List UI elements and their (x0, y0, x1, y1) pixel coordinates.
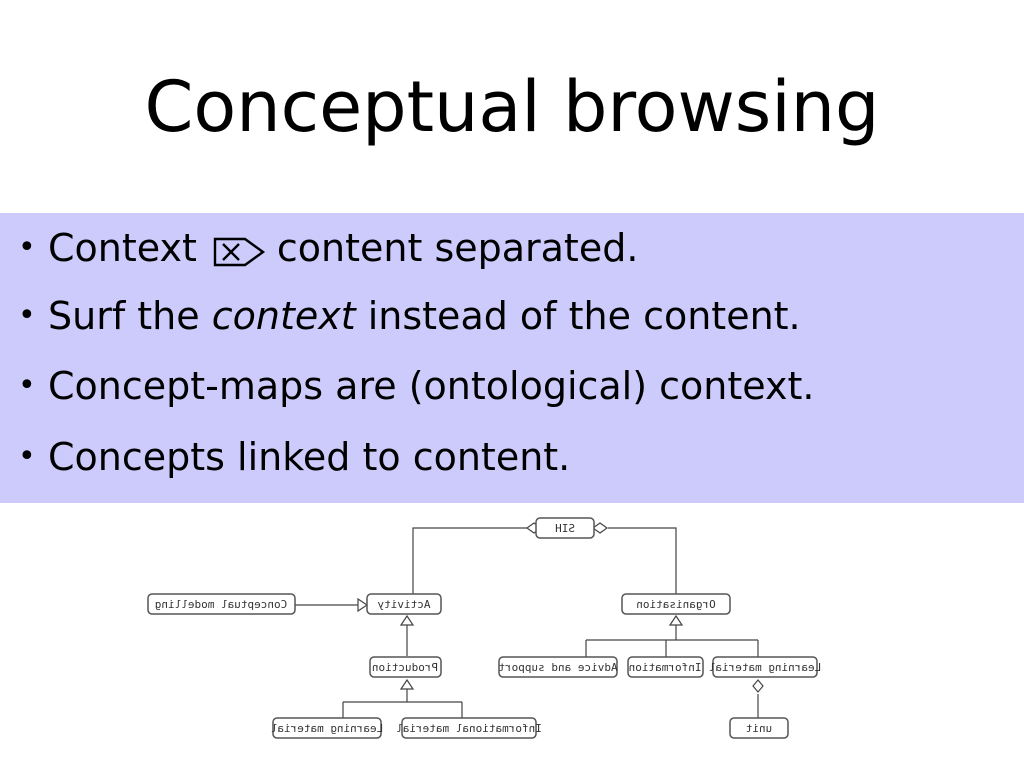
bullet-2-text-before: Surf the (48, 294, 212, 338)
svg-text:Production: Production (372, 661, 438, 674)
node-learning-material-left: Learning material (271, 717, 384, 739)
bullet-item-1: • Context content separated. (18, 225, 638, 271)
node-information: Information (627, 656, 704, 678)
bullet-4-text: Concepts linked to content. (48, 435, 571, 479)
connector-organisation-children (585, 625, 759, 657)
bullet-dot: • (18, 439, 36, 474)
bullet-panel: • Context content separated. • Surf the … (0, 213, 1024, 503)
svg-text:Information: Information (629, 661, 702, 674)
node-sih: SIH (535, 517, 595, 539)
bullet-2-text-after: instead of the content. (355, 294, 801, 338)
context-content-symbol-icon (211, 232, 267, 267)
concept-map-svg: SIH Activity Organisation Conceptual mod… (147, 517, 822, 739)
node-unit: unit (729, 717, 789, 739)
svg-text:Advice and support: Advice and support (498, 661, 617, 674)
bullet-dot: • (18, 368, 36, 403)
bullet-dot: • (18, 298, 36, 333)
node-conceptual-modelling: Conceptual modelling (147, 593, 296, 615)
svg-text:Conceptual modelling: Conceptual modelling (155, 598, 287, 611)
aggregation-diamond-icon (591, 522, 609, 534)
bullet-1-text-before: Context (48, 226, 197, 270)
svg-text:SIH: SIH (555, 522, 575, 535)
svg-text:Organisation: Organisation (636, 598, 715, 611)
node-informational-material: Informational material (396, 717, 542, 739)
diagram-connectors (295, 522, 764, 718)
svg-text:unit: unit (746, 722, 773, 735)
svg-text:Learning material: Learning material (709, 661, 822, 674)
bullet-2-emphasis: context (211, 294, 356, 338)
bullet-item-3: • Concept-maps are (ontological) context… (18, 363, 814, 409)
aggregation-diamond-icon (752, 679, 764, 693)
svg-text:Learning material: Learning material (271, 722, 384, 735)
node-learning-material-right: Learning material (709, 656, 822, 678)
bullet-item-4: • Concepts linked to content. (18, 434, 570, 480)
concept-map-diagram: SIH Activity Organisation Conceptual mod… (140, 512, 830, 752)
connector-root-organisation (608, 527, 677, 594)
slide-title: Conceptual browsing (144, 66, 880, 148)
connector-production-materials (342, 689, 463, 718)
connector-root-activity (412, 527, 527, 594)
generalization-arrow-icon (399, 614, 415, 626)
generalization-arrow-icon (399, 678, 415, 690)
svg-text:Informational material: Informational material (396, 722, 542, 735)
node-activity: Activity (366, 593, 442, 615)
node-production: Production (369, 656, 442, 678)
bullet-1-text-after: content separated. (276, 226, 639, 270)
generalization-arrow-icon (357, 597, 369, 613)
bullet-dot: • (18, 230, 36, 265)
svg-text:Activity: Activity (377, 598, 430, 611)
bullet-3-text: Concept-maps are (ontological) context. (48, 364, 815, 408)
node-advice-support: Advice and support (498, 656, 618, 678)
node-organisation: Organisation (621, 593, 731, 615)
bullet-item-2: • Surf the context instead of the conten… (18, 293, 801, 339)
generalization-arrow-icon (668, 614, 684, 626)
